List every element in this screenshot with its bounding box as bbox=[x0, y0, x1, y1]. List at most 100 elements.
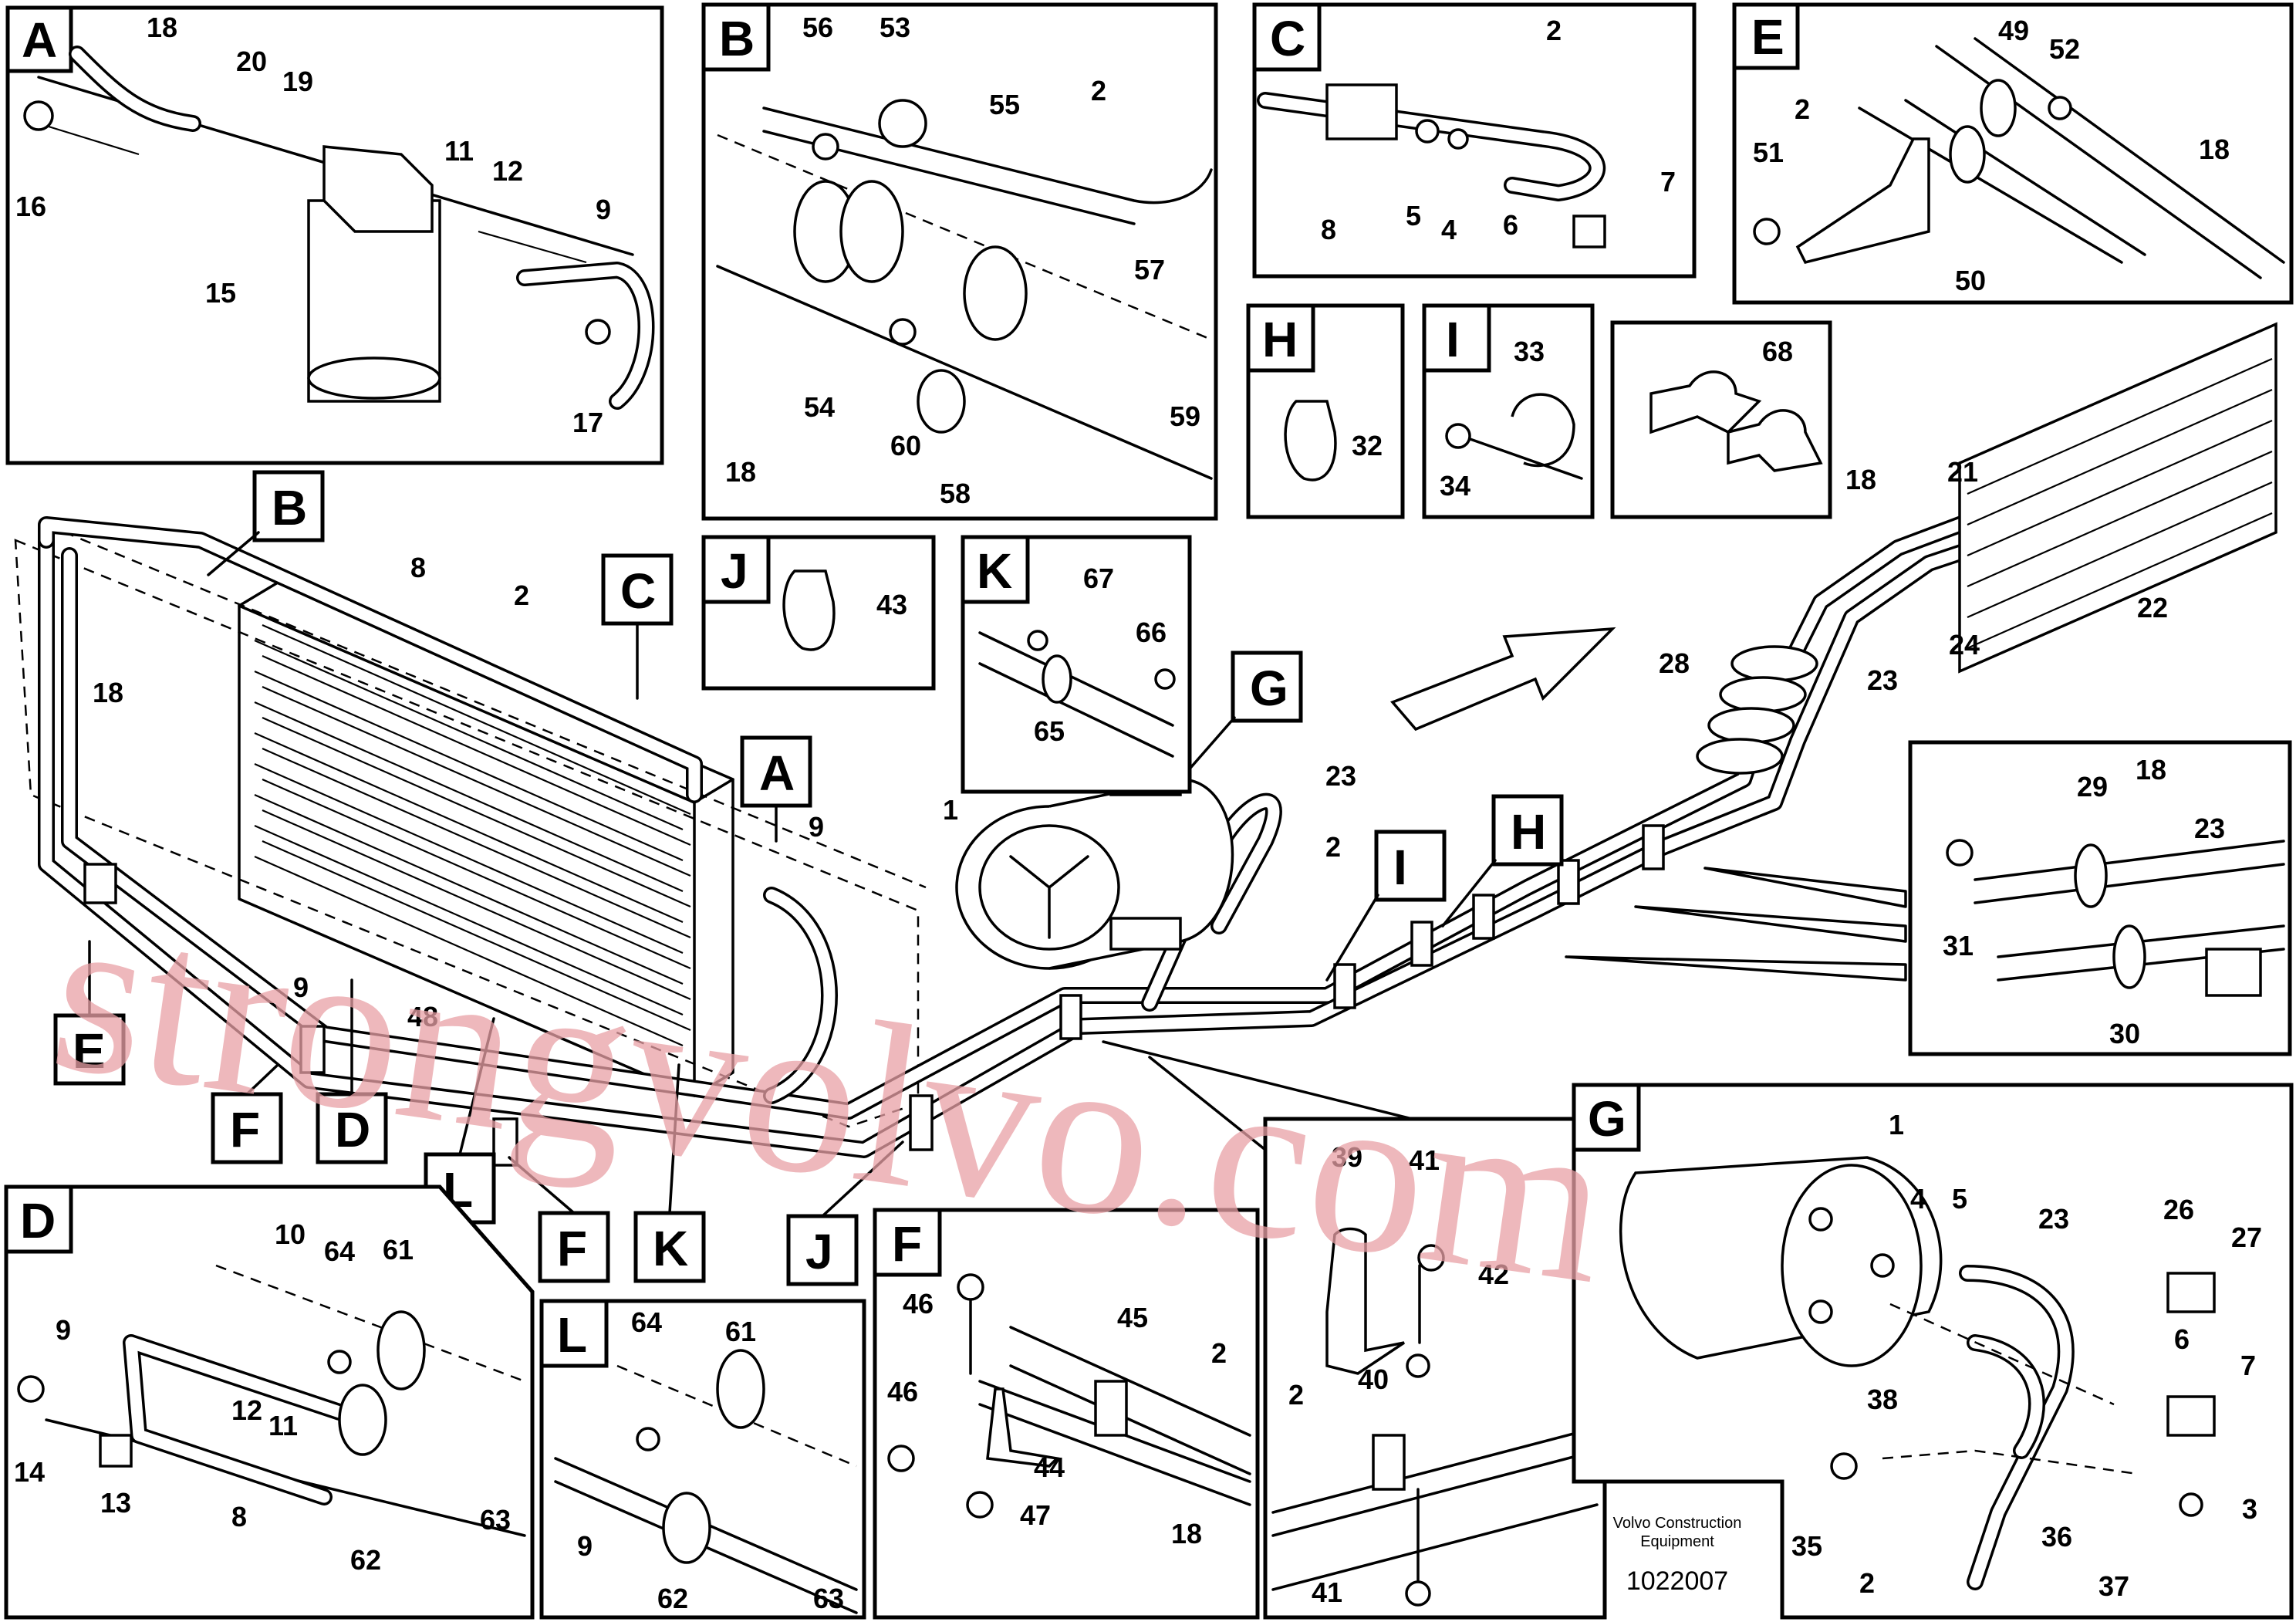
part-label: 20 bbox=[236, 46, 267, 77]
part-label: 29 bbox=[2077, 771, 2108, 803]
detail-panel-clamp-pair: 29 18 23 31 30 bbox=[1908, 740, 2292, 1056]
part-label: 7 bbox=[1660, 166, 1676, 198]
part-label: 50 bbox=[1955, 265, 1986, 296]
part-label: 4 bbox=[1910, 1183, 1926, 1215]
part-label: 2 bbox=[1325, 831, 1341, 863]
part-label: 37 bbox=[2098, 1570, 2129, 1602]
callout-letter: B bbox=[272, 480, 307, 536]
part-label: 41 bbox=[1409, 1144, 1440, 1176]
part-label: 53 bbox=[880, 12, 910, 43]
part-label: 42 bbox=[1478, 1259, 1509, 1290]
panel-letter: I bbox=[1446, 312, 1460, 367]
detail-panel-g: G 1 4 5 23 26 27 6 7 38 35 36 3 2 37 bbox=[1572, 1083, 2294, 1620]
part-label: 60 bbox=[890, 430, 921, 461]
part-label: 27 bbox=[2231, 1222, 2262, 1253]
evaporator bbox=[1958, 322, 2277, 674]
part-label: 36 bbox=[2041, 1521, 2072, 1553]
part-label: 2 bbox=[1795, 93, 1810, 125]
part-label: 8 bbox=[410, 552, 426, 583]
part-label: 2 bbox=[1859, 1567, 1875, 1599]
detail-panel-j: J 43 bbox=[701, 535, 936, 691]
part-label: 34 bbox=[1440, 470, 1470, 502]
detail-panel-d: D 10 64 61 9 12 11 14 13 8 62 63 bbox=[4, 1184, 535, 1620]
callout-letter: A bbox=[759, 745, 795, 801]
company-name-line1: Volvo Construction bbox=[1613, 1515, 1742, 1532]
callout-letter: D bbox=[335, 1102, 370, 1157]
panel-letter: D bbox=[20, 1193, 56, 1249]
callout-letter: G bbox=[1250, 661, 1288, 716]
panel-letter: H bbox=[1262, 312, 1298, 367]
part-label: 5 bbox=[1406, 200, 1421, 231]
panel-letter: E bbox=[1751, 9, 1784, 65]
part-label: 16 bbox=[15, 191, 46, 222]
part-label: 63 bbox=[813, 1583, 844, 1614]
part-label: 8 bbox=[231, 1501, 247, 1532]
part-label: 67 bbox=[1083, 563, 1114, 594]
main-part-labels: 8 2 18 9 48 1 23 2 9 21 18 22 28 24 23 bbox=[93, 456, 2168, 1032]
callout-letter: H bbox=[1511, 804, 1546, 860]
flexible-hose bbox=[1696, 645, 1818, 775]
part-label: 23 bbox=[1867, 664, 1898, 696]
part-label: 55 bbox=[989, 89, 1020, 120]
line-clamps bbox=[83, 824, 1665, 1167]
part-label: 9 bbox=[293, 972, 309, 1003]
part-label: 28 bbox=[1659, 647, 1690, 679]
part-label: 7 bbox=[2240, 1350, 2256, 1381]
part-label: 52 bbox=[2049, 33, 2080, 65]
part-label: 51 bbox=[1753, 137, 1784, 168]
part-label: 57 bbox=[1134, 254, 1165, 286]
part-label: 56 bbox=[802, 12, 833, 43]
flow-direction-arrow bbox=[1390, 627, 1616, 732]
panel-letter: J bbox=[721, 543, 748, 599]
part-label: 11 bbox=[268, 1410, 298, 1441]
detail-panel-a: A 18 20 19 16 11 12 9 15 17 bbox=[5, 5, 664, 465]
part-label: 38 bbox=[1867, 1384, 1898, 1415]
callout-letter: F bbox=[557, 1221, 587, 1276]
part-label: 41 bbox=[1312, 1576, 1342, 1608]
part-label: 46 bbox=[903, 1288, 934, 1320]
company-name-line2: Equipment bbox=[1640, 1533, 1714, 1550]
part-label: 63 bbox=[480, 1504, 511, 1536]
main-assembly-view: 8 2 18 9 48 1 23 2 9 21 18 22 28 24 23 B… bbox=[14, 322, 2277, 1286]
part-label: 9 bbox=[577, 1530, 593, 1562]
part-label: 1 bbox=[943, 794, 958, 826]
callout-letter: E bbox=[73, 1023, 106, 1079]
detail-panel-c: C 2 8 5 4 6 7 bbox=[1252, 2, 1697, 279]
part-label: 31 bbox=[1943, 930, 1974, 961]
compressor bbox=[955, 762, 1234, 970]
part-label: 33 bbox=[1514, 336, 1545, 367]
part-label: 3 bbox=[2242, 1493, 2257, 1525]
part-label: 45 bbox=[1117, 1302, 1148, 1333]
part-label: 61 bbox=[383, 1234, 414, 1265]
part-label: 44 bbox=[1034, 1451, 1065, 1483]
part-label: 59 bbox=[1170, 400, 1200, 432]
callout-letter: I bbox=[1393, 840, 1407, 895]
part-label: 24 bbox=[1949, 629, 1980, 661]
part-label: 9 bbox=[809, 811, 824, 843]
part-label: 13 bbox=[100, 1487, 131, 1519]
part-label: 58 bbox=[940, 478, 971, 509]
part-label: 18 bbox=[725, 456, 756, 488]
part-label: 17 bbox=[572, 407, 603, 438]
detail-panel-68: 68 bbox=[1610, 320, 1832, 519]
part-label: 43 bbox=[876, 589, 907, 620]
part-label: 9 bbox=[56, 1314, 71, 1346]
panel-letter: C bbox=[1270, 11, 1305, 66]
part-label: 6 bbox=[1503, 209, 1518, 241]
part-label: 18 bbox=[93, 677, 123, 708]
part-label: 18 bbox=[2136, 754, 2166, 786]
part-label: 15 bbox=[205, 277, 236, 309]
part-label: 62 bbox=[657, 1583, 688, 1614]
part-label: 65 bbox=[1034, 715, 1065, 747]
callout-letter: J bbox=[805, 1224, 833, 1279]
part-label: 18 bbox=[2199, 133, 2230, 165]
panel-letter: A bbox=[22, 12, 57, 68]
part-label: 8 bbox=[1321, 214, 1336, 245]
part-label: 64 bbox=[324, 1235, 355, 1267]
panel-letter: G bbox=[1588, 1091, 1626, 1147]
view-callouts: B C A E F D L F K J bbox=[53, 470, 1564, 1286]
part-label: 62 bbox=[350, 1544, 381, 1576]
part-label: 66 bbox=[1136, 617, 1167, 648]
part-label: 9 bbox=[596, 194, 611, 225]
